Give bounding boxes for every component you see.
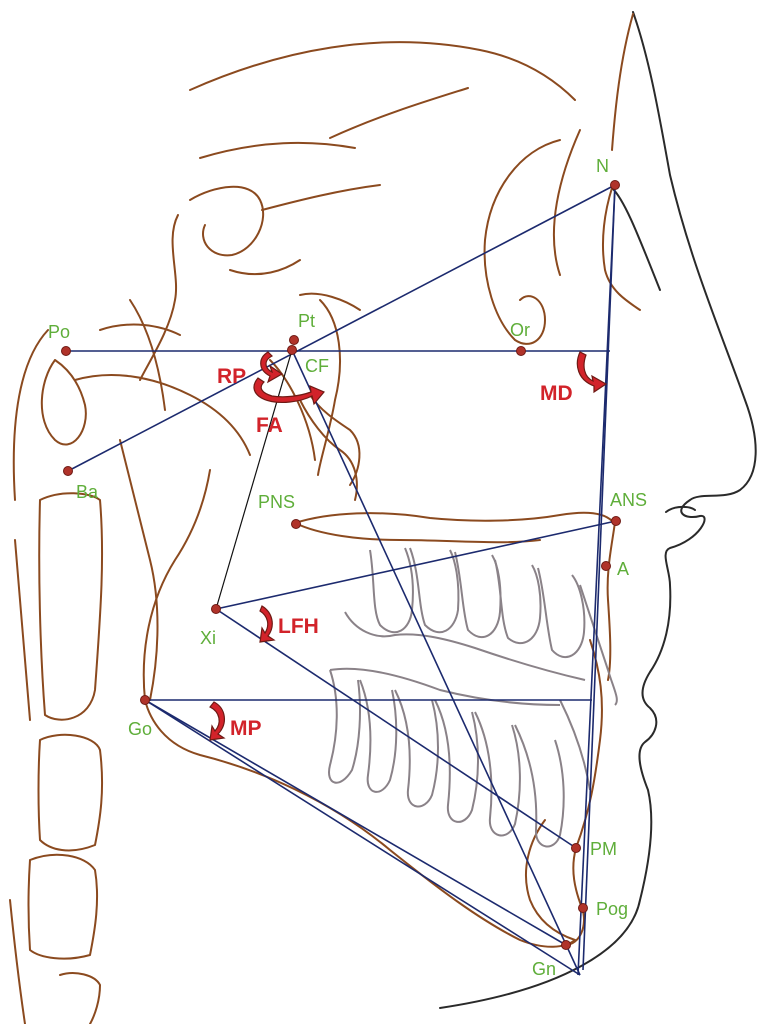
- pm-label: PM: [590, 839, 617, 859]
- rp-angle-label: RP: [217, 365, 246, 388]
- angle-arrows: [209, 351, 608, 741]
- mp-angle-label: MP: [230, 717, 262, 740]
- go-gn-line: [144, 699, 567, 946]
- dentition: [328, 547, 618, 848]
- nasion-basion-line: [67, 184, 616, 472]
- xi-point: [211, 604, 221, 614]
- pm-point: [571, 843, 581, 853]
- gn-label: Gn: [532, 959, 556, 979]
- md-angle-label: MD: [540, 382, 573, 405]
- ans-point: [611, 516, 621, 526]
- mp-arc-arrow: [209, 701, 226, 741]
- xi-ans-line: [215, 520, 617, 610]
- fa-arc-arrow: [253, 377, 325, 406]
- a-point: [601, 561, 611, 571]
- pog-label: Pog: [596, 899, 628, 919]
- angle-labels: RP FA MD LFH MP: [217, 365, 573, 740]
- pt-point: [289, 335, 299, 345]
- go-label: Go: [128, 719, 152, 739]
- cf-label: CF: [305, 356, 329, 376]
- n-label: N: [596, 156, 609, 176]
- lfh-angle-label: LFH: [278, 615, 319, 638]
- po-point: [61, 346, 71, 356]
- soft-tissue-profile: [439, 11, 757, 1009]
- po-label: Po: [48, 322, 70, 342]
- cf-xi-line: [215, 349, 293, 610]
- pt-label: Pt: [298, 311, 315, 331]
- pog-point: [578, 903, 588, 913]
- landmark-labels: Po Pt CF Or N Ba PNS ANS A Xi Go PM Pog …: [48, 156, 647, 979]
- go-point: [140, 695, 150, 705]
- xi-label: Xi: [200, 628, 216, 648]
- fa-angle-label: FA: [256, 414, 283, 437]
- pns-point: [291, 519, 301, 529]
- xi-pm-line: [215, 608, 577, 849]
- ba-label: Ba: [76, 482, 99, 502]
- md-arc-arrow: [576, 351, 608, 394]
- landmark-points: [61, 180, 621, 950]
- lfh-arc-arrow: [259, 605, 276, 643]
- skull-bone-tracing: [9, 13, 641, 1024]
- rp-arc-arrow: [260, 351, 284, 384]
- or-point: [516, 346, 526, 356]
- facial-line-n-gn: [577, 184, 616, 976]
- reference-lines: [66, 184, 617, 976]
- a-label: A: [617, 559, 629, 579]
- n-point: [610, 180, 620, 190]
- pns-label: PNS: [258, 492, 295, 512]
- cf-point: [287, 345, 297, 355]
- mandibular-plane-line: [144, 699, 581, 976]
- or-label: Or: [510, 320, 530, 340]
- ba-point: [63, 466, 73, 476]
- gn-point: [561, 940, 571, 950]
- ans-label: ANS: [610, 490, 647, 510]
- facial-axis-line: [291, 349, 581, 976]
